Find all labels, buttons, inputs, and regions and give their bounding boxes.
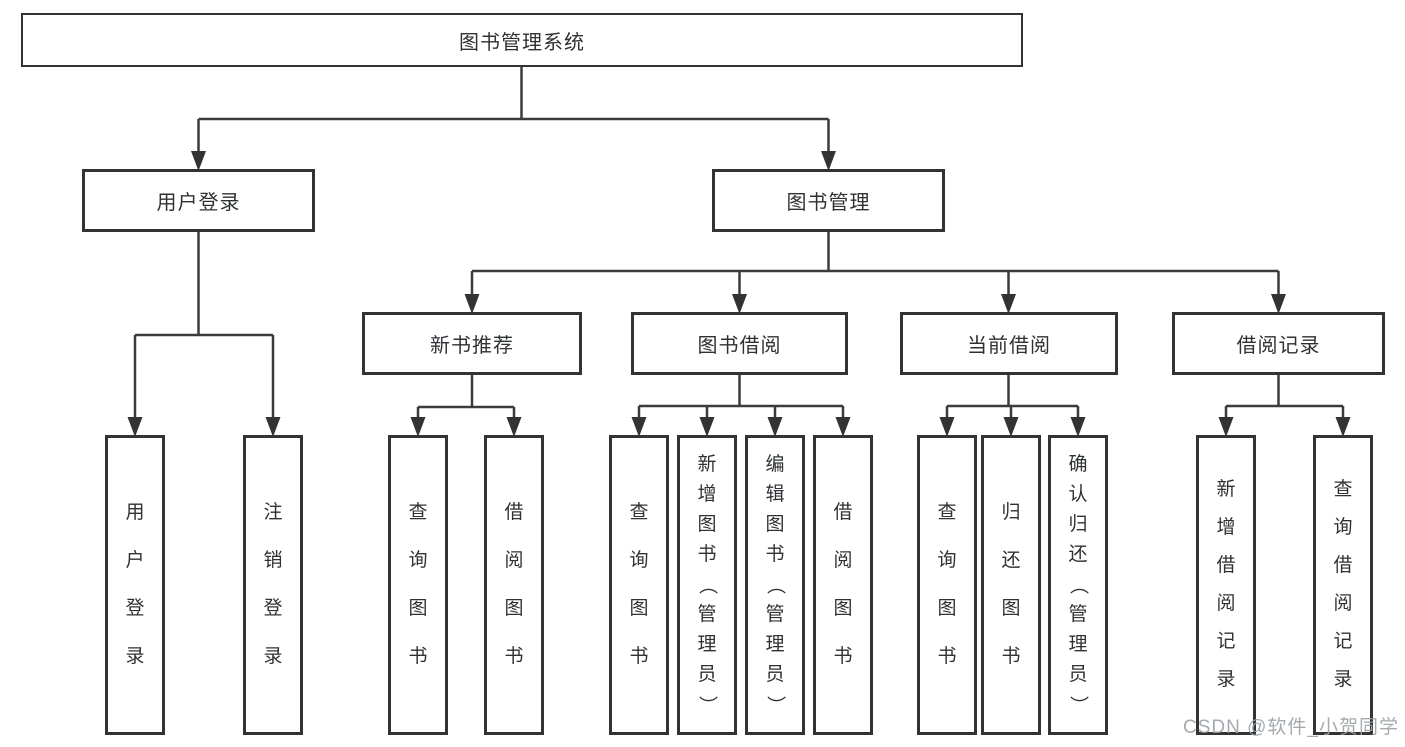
leaf-query-borrow-record-label: 查询借阅记录 [1333,479,1353,690]
leaf-query-books-current-label: 查询图书 [937,502,957,667]
root-node-label: 图书管理系统 [459,31,585,54]
leaf-borrow-books-label: 借阅图书 [833,502,853,667]
leaf-add-borrow-record: 新增借阅记录 [1196,435,1256,735]
leaf-query-books-borrowing: 查询图书 [609,435,669,735]
arrowheads [127,151,1351,437]
tree-edges [133,65,1345,419]
leaf-user-login: 用户登录 [105,435,165,735]
node-new-book-recommendation: 新书推荐 [362,312,582,375]
leaf-add-borrow-record-label: 新增借阅记录 [1216,479,1236,690]
node-book-borrowing: 图书借阅 [631,312,848,375]
node-user-login-label: 用户登录 [156,192,241,214]
leaf-return-books: 归还图书 [981,435,1041,735]
csdn-watermark: CSDN @软件_小贺同学 [1183,717,1399,738]
leaf-confirm-return-admin-label: 确认归还（管理员） [1067,454,1089,715]
node-current-borrowing: 当前借阅 [900,312,1118,375]
leaf-logout: 注销登录 [243,435,303,735]
node-book-borrowing-label: 图书借阅 [697,335,782,357]
leaf-add-books-admin: 新增图书（管理员） [677,435,737,735]
leaf-return-books-label: 归还图书 [1001,502,1021,667]
root-node-library-system: 图书管理系统 [21,13,1023,67]
leaf-borrow-books-recommend: 借阅图书 [484,435,544,735]
leaf-borrow-books: 借阅图书 [813,435,873,735]
node-user-login: 用户登录 [82,169,315,232]
leaf-query-books-recommend: 查询图书 [388,435,448,735]
leaf-edit-books-admin: 编辑图书（管理员） [745,435,805,735]
node-new-book-recommendation-label: 新书推荐 [430,335,514,357]
node-current-borrowing-label: 当前借阅 [967,335,1051,357]
leaf-user-login-label: 用户登录 [125,502,145,667]
leaf-query-borrow-record: 查询借阅记录 [1313,435,1373,735]
node-book-management: 图书管理 [712,169,945,232]
leaf-logout-label: 注销登录 [263,502,283,667]
node-book-management-label: 图书管理 [786,192,871,214]
leaf-query-books-current: 查询图书 [917,435,977,735]
leaf-confirm-return-admin: 确认归还（管理员） [1048,435,1108,735]
node-borrowing-records-label: 借阅记录 [1236,335,1321,357]
leaf-borrow-books-recommend-label: 借阅图书 [504,502,524,667]
node-borrowing-records: 借阅记录 [1172,312,1385,375]
leaf-query-books-recommend-label: 查询图书 [408,502,428,667]
leaf-query-books-borrowing-label: 查询图书 [629,502,649,667]
leaf-add-books-admin-label: 新增图书（管理员） [696,454,718,715]
leaf-edit-books-admin-label: 编辑图书（管理员） [764,454,786,715]
